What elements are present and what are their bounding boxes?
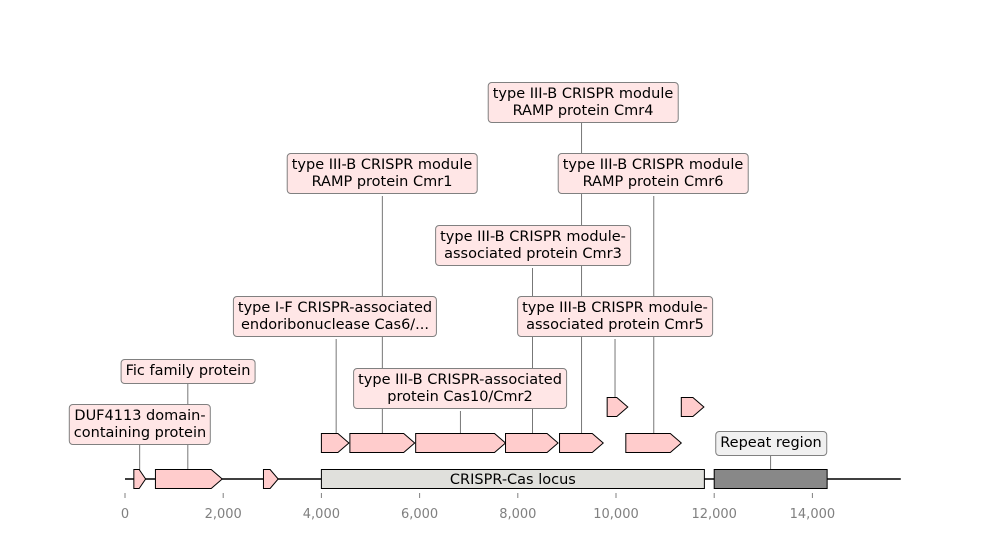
gene-label-line: type III-B CRISPR module- [440,229,626,245]
gene-arrow-g1 [133,469,147,489]
gene-label-line: associated protein Cmr5 [526,316,704,333]
gene-label-line: RAMP protein Cmr6 [582,173,724,190]
gene-label-line: type III-B CRISPR-associated [358,372,562,388]
gene-arrow-g6 [415,433,507,453]
gene-label-line: type III-B CRISPR module [492,86,674,102]
gene-label: type III-B CRISPR module-associated prot… [435,225,631,266]
gene-arrow-g7 [505,433,559,453]
crispr-cas-locus-region [320,469,705,489]
axis-tick-label: 10,000 [593,507,639,522]
gene-arrow-g10 [625,433,683,453]
axis-tick-label: 6,000 [401,507,438,522]
gene-arrow-g3 [262,469,279,489]
gene-label: DUF4113 domain-containing protein [68,404,212,445]
gene-label-line: containing protein [73,424,207,441]
gene-arrow-g2 [154,469,223,489]
gene-label-line: protein Cas10/Cmr2 [387,388,533,405]
gene-arrow-g8 [559,433,604,453]
gene-arrow-g5 [349,433,416,453]
axis-tick-label: 14,000 [790,507,836,522]
gene-label-line: type III-B CRISPR module [291,157,473,173]
gene-label: Fic family protein [120,359,256,384]
gene-label-line: RAMP protein Cmr1 [311,173,453,190]
gene-label-line: Repeat region [720,435,822,451]
gene-label: type III-B CRISPR module-associated prot… [517,296,713,337]
gene-label: Repeat region [715,431,827,456]
gene-arrow-g9 [606,397,629,417]
axis-tick-label: 8,000 [499,507,536,522]
gene-arrow-g11 [680,397,705,417]
gene-label-line: RAMP protein Cmr4 [512,102,654,119]
gene-label-line: type III-B CRISPR module- [522,300,708,316]
gene-label-line: Fic family protein [125,363,251,379]
axis-tick-label: 0 [121,507,129,522]
gene-label-line: endoribonuclease Cas6/... [240,316,430,333]
gene-label-line: type III-B CRISPR module [562,157,744,173]
gene-label-line: DUF4113 domain- [74,408,206,424]
gene-label-line: type I-F CRISPR-associated [237,300,433,316]
gene-label-line: associated protein Cmr3 [444,245,622,262]
axis-tick-label: 2,000 [205,507,242,522]
gene-arrow-g4 [320,433,350,453]
repeat-region [713,469,828,489]
axis-tick-label: 4,000 [303,507,340,522]
axis-tick-label: 12,000 [691,507,737,522]
crispr-cas-locus-label: CRISPR-Cas locus [450,472,576,488]
